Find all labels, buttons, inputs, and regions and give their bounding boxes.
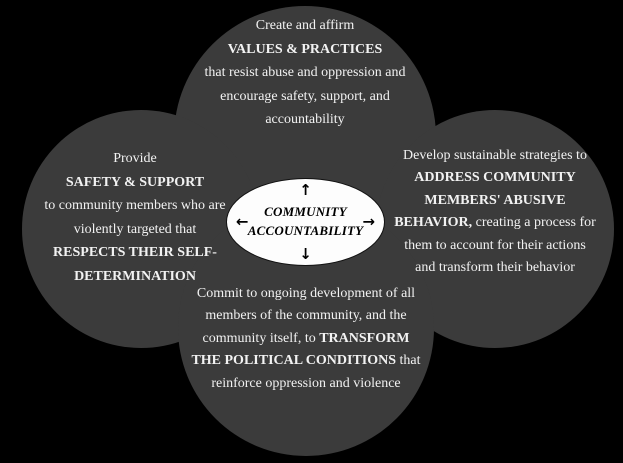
center-label-line2: ACCOUNTABILITY [247,223,364,238]
address-behavior-text: Develop sustainable strategies to ADDRES… [394,145,596,279]
bottom-intro-text: Commit to ongoing development of all mem… [196,286,416,346]
left-emphasis-2-text: RESPECTS THEIR SELF-DETERMINATION [53,245,217,284]
transform-conditions-text: Commit to ongoing development of all mem… [190,283,422,395]
left-detail-text: to community members who are violently t… [44,198,226,237]
top-intro-text: Create and affirm [255,18,355,33]
right-intro-text: Develop sustainable strategies to [403,148,587,163]
arrow-up-icon: ↑ [299,181,312,199]
center-label: COMMUNITY ACCOUNTABILITY [248,203,363,241]
right-detail-text: creating a process for them to account f… [404,215,596,275]
center-label-line1: COMMUNITY [264,204,347,220]
bottom-detail-text: that reinforce oppression and violence [211,353,421,391]
top-emphasis-text: VALUES & PRACTICES [227,41,383,57]
arrow-left-icon: ← [236,212,249,231]
top-detail-text: that resist abuse and oppression and enc… [204,65,406,128]
left-intro-text: Provide [113,151,157,166]
center-ellipse: ↑ ↓ ← → COMMUNITY ACCOUNTABILITY [227,179,384,265]
right-emphasis-text: ADDRESS COMMUNITY MEMBERS' ABUSIVE BEHAV… [394,170,576,231]
safety-support-text: Provide SAFETY & SUPPORT to community me… [34,147,236,288]
bottom-emphasis-text: TRANSFORM THE POLITICAL CONDITIONS [191,330,410,369]
arrow-down-icon: ↓ [299,245,312,263]
values-practices-text: Create and affirm VALUES & PRACTICES tha… [203,14,407,132]
arrow-right-icon: → [362,212,375,231]
left-emphasis-text: SAFETY & SUPPORT [65,174,205,190]
